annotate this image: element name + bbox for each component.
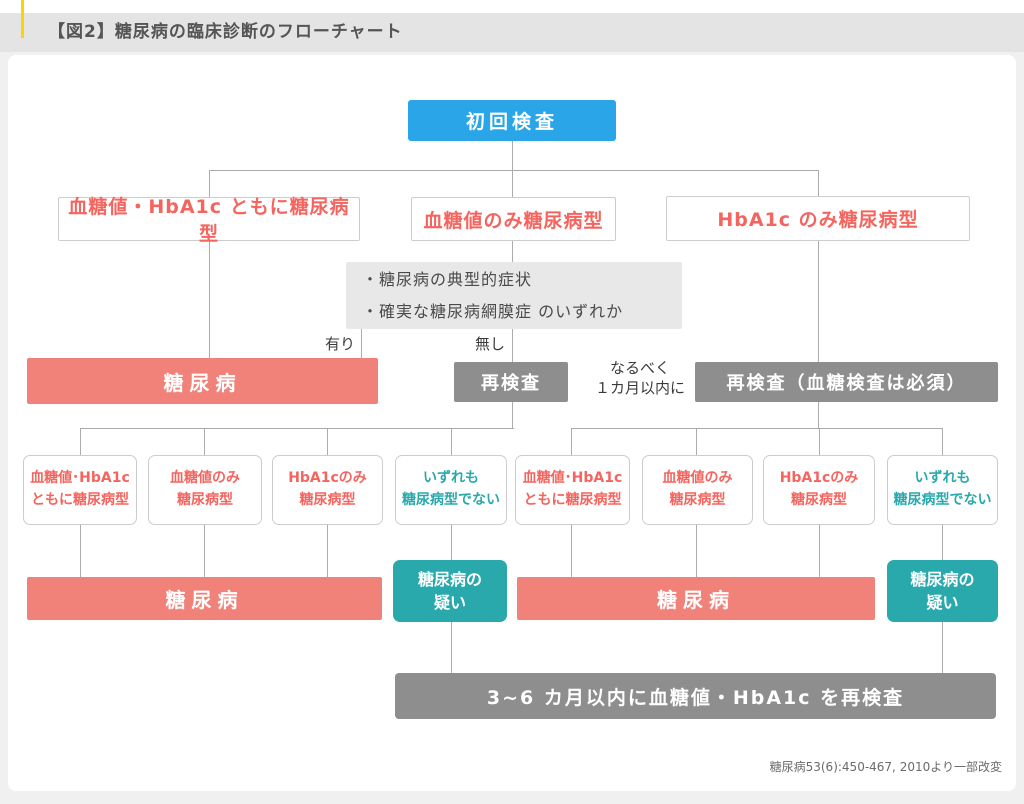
node-suspected-diabetes-left: 糖尿病の疑い	[393, 560, 507, 622]
connector-line	[451, 622, 452, 673]
connector-line	[818, 170, 819, 197]
recheck-timing-note: なるべく １カ月以内に	[582, 358, 698, 399]
top-strip	[0, 0, 1024, 13]
connector-line	[571, 428, 943, 429]
connector-line	[512, 241, 513, 428]
node-recheck-required: 再検査（血糖検査は必須）	[695, 362, 998, 402]
yellow-accent-mark	[21, 0, 24, 38]
recheck-note-line-1: なるべく	[609, 359, 670, 377]
l3-line1: いずれも	[914, 470, 971, 487]
node-l3-glucose-1: 血糖値のみ糖尿病型	[148, 455, 262, 525]
l3-line1: 血糖値･HbA1c	[30, 470, 130, 487]
connector-line	[451, 525, 452, 560]
node-l3-hba1c-2: HbA1cのみ糖尿病型	[763, 455, 875, 525]
node-l3-hba1c-1: HbA1cのみ糖尿病型	[272, 455, 383, 525]
branch-label-no: 無し	[474, 335, 505, 353]
l3-line2: 糖尿病型	[177, 492, 233, 508]
l3-line2: 糖尿病型でない	[893, 492, 992, 508]
l3-line2: 糖尿病型	[669, 492, 726, 508]
node-l3-both-2: 血糖値･HbA1c ともに糖尿病型	[515, 455, 630, 525]
l3-line1: HbA1cのみ	[288, 470, 367, 487]
node-diabetes-top: 糖尿病	[27, 358, 378, 404]
node-both-diabetic-type: 血糖値・HbA1c ともに糖尿病型	[58, 196, 360, 245]
connector-line	[209, 170, 819, 171]
l3-line1: いずれも	[423, 470, 479, 487]
connector-line	[327, 525, 328, 577]
l3-line2: ともに糖尿病型	[31, 492, 129, 508]
suspect-line1: 糖尿病の	[910, 569, 975, 589]
recheck-note-line-2: １カ月以内に	[594, 379, 685, 398]
node-hba1c-only-type: HbA1c のみ糖尿病型	[666, 196, 970, 241]
connector-line	[571, 428, 572, 455]
branch-label-yes: 有り	[324, 335, 355, 353]
connector-line	[80, 428, 81, 455]
connector-line	[80, 428, 514, 429]
note-line-1: ・糖尿病の典型的症状	[362, 270, 533, 290]
l3-line2: 糖尿病型	[299, 492, 356, 508]
note-symptoms: ・糖尿病の典型的症状 ・確実な糖尿病網膜症 のいずれか	[346, 262, 682, 329]
connector-line	[327, 428, 328, 455]
suspect-line2: 疑い	[926, 593, 959, 612]
node-diabetes-right: 糖尿病	[517, 577, 875, 620]
note-line-2: ・確実な糖尿病網膜症 のいずれか	[362, 301, 624, 321]
node-l3-glucose-2: 血糖値のみ糖尿病型	[642, 455, 753, 525]
suspect-line1: 糖尿病の	[417, 569, 482, 589]
connector-line	[209, 170, 210, 197]
connector-line	[451, 428, 452, 455]
node-final-recheck-bar: 3~6 カ月以内に血糖値・HbA1c を再検査	[395, 673, 996, 719]
l3-line2: 糖尿病型でない	[402, 492, 500, 508]
connector-line	[696, 428, 697, 455]
l3-line1: 血糖値のみ	[662, 470, 733, 487]
node-glucose-only-type: 血糖値のみ糖尿病型	[411, 197, 616, 241]
l3-line2: ともに糖尿病型	[523, 492, 622, 508]
connector-line	[204, 428, 205, 455]
node-recheck: 再検査	[454, 362, 568, 402]
l3-line1: 血糖値のみ	[170, 470, 240, 487]
connector-line	[209, 241, 210, 358]
l3-line1: 血糖値･HbA1c	[522, 470, 623, 487]
connector-line	[819, 428, 820, 455]
connector-line-yes-branch	[361, 329, 362, 358]
connector-line	[512, 170, 513, 197]
connector-line	[512, 141, 513, 170]
connector-line	[942, 525, 943, 560]
node-l3-neither-2: いずれも糖尿病型でない	[887, 455, 998, 525]
citation-text: 糖尿病53(6):450-467, 2010より一部改変	[769, 760, 1002, 774]
l3-line2: 糖尿病型	[791, 492, 847, 508]
node-l3-neither-1: いずれも糖尿病型でない	[395, 455, 507, 525]
header-bar	[0, 13, 1024, 52]
node-l3-both-1: 血糖値･HbA1c ともに糖尿病型	[23, 455, 137, 525]
suspect-line2: 疑い	[433, 593, 466, 612]
connector-line	[942, 622, 943, 673]
connector-line	[942, 428, 943, 455]
connector-line	[819, 525, 820, 577]
connector-line	[204, 525, 205, 577]
connector-line	[571, 525, 572, 577]
node-diabetes-left: 糖尿病	[27, 577, 382, 620]
connector-line	[696, 525, 697, 577]
page-title: 【図2】糖尿病の臨床診断のフローチャート	[48, 22, 403, 42]
node-suspected-diabetes-right: 糖尿病の疑い	[887, 560, 998, 622]
connector-line	[818, 241, 819, 428]
l3-line1: HbA1cのみ	[779, 470, 859, 487]
connector-line	[80, 525, 81, 577]
node-initial-test: 初回検査	[408, 100, 616, 141]
